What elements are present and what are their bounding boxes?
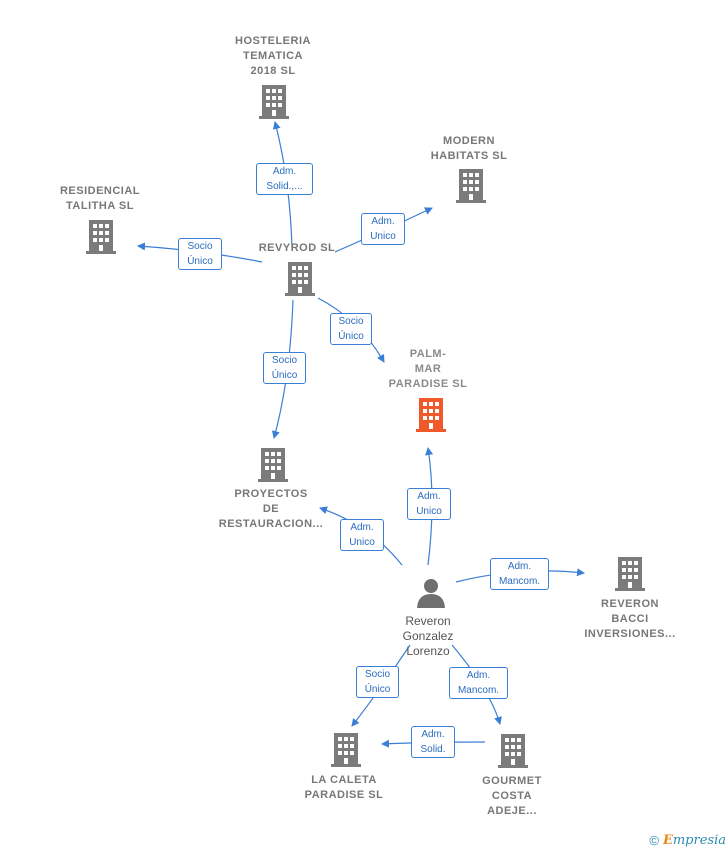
node-label-proyectos[interactable]: PROYECTOS DE RESTAURACION... [218, 488, 324, 530]
edge-label-socio-unico: Socio Único [356, 666, 399, 698]
building-icon[interactable] [285, 262, 315, 296]
node-label-residencial-talitha[interactable]: RESIDENCIAL TALITHA SL [59, 185, 141, 212]
empresia-logo: © Empresia [649, 832, 726, 849]
brand-initial: E [662, 833, 673, 848]
building-icon[interactable] [615, 557, 645, 591]
edge-label-adm-unico: Adm. Unico [407, 488, 451, 520]
node-label-gourmet[interactable]: GOURMET COSTA ADEJE... [482, 775, 542, 817]
building-icon[interactable] [258, 448, 288, 482]
edge-label-socio-unico: Socio Único [330, 313, 372, 345]
node-label-palm-mar-paradise[interactable]: PALM- MAR PARADISE SL [388, 348, 468, 390]
copyright-symbol: © [649, 832, 659, 848]
edge-label-adm-solid: Adm. Solid. [411, 726, 455, 758]
node-label-person[interactable]: Reveron Gonzalez Lorenzo [402, 614, 454, 658]
building-icon[interactable] [86, 220, 116, 254]
edge-label-socio-unico: Socio Único [178, 238, 222, 270]
node-label-reveron-bacci[interactable]: REVERON BACCI INVERSIONES... [584, 598, 676, 640]
building-icon[interactable] [331, 733, 361, 767]
building-icon[interactable] [456, 169, 486, 203]
edge-label-adm-mancom: Adm. Mancom. [490, 558, 549, 590]
node-label-la-caleta[interactable]: LA CALETA PARADISE SL [304, 774, 384, 801]
person-icon[interactable] [416, 578, 446, 608]
brand-name: mpresia [672, 833, 726, 848]
node-label-revyrod[interactable]: REVYROD SL [258, 242, 336, 254]
node-label-hosteleria[interactable]: HOSTELERIA TEMATICA 2018 SL [235, 35, 311, 77]
edge-label-adm-mancom: Adm. Mancom. [449, 667, 508, 699]
edge-label-adm-unico: Adm. Unico [340, 519, 384, 551]
building-icon[interactable] [416, 398, 446, 432]
edge-label-socio-unico: Socio Único [263, 352, 306, 384]
node-label-modern-habitats[interactable]: MODERN HABITATS SL [430, 135, 508, 162]
edge-label-adm-unico: Adm. Unico [361, 213, 405, 245]
building-icon[interactable] [259, 85, 289, 119]
edge-label-adm-solid: Adm. Solid.,... [256, 163, 313, 195]
building-icon[interactable] [498, 734, 528, 768]
